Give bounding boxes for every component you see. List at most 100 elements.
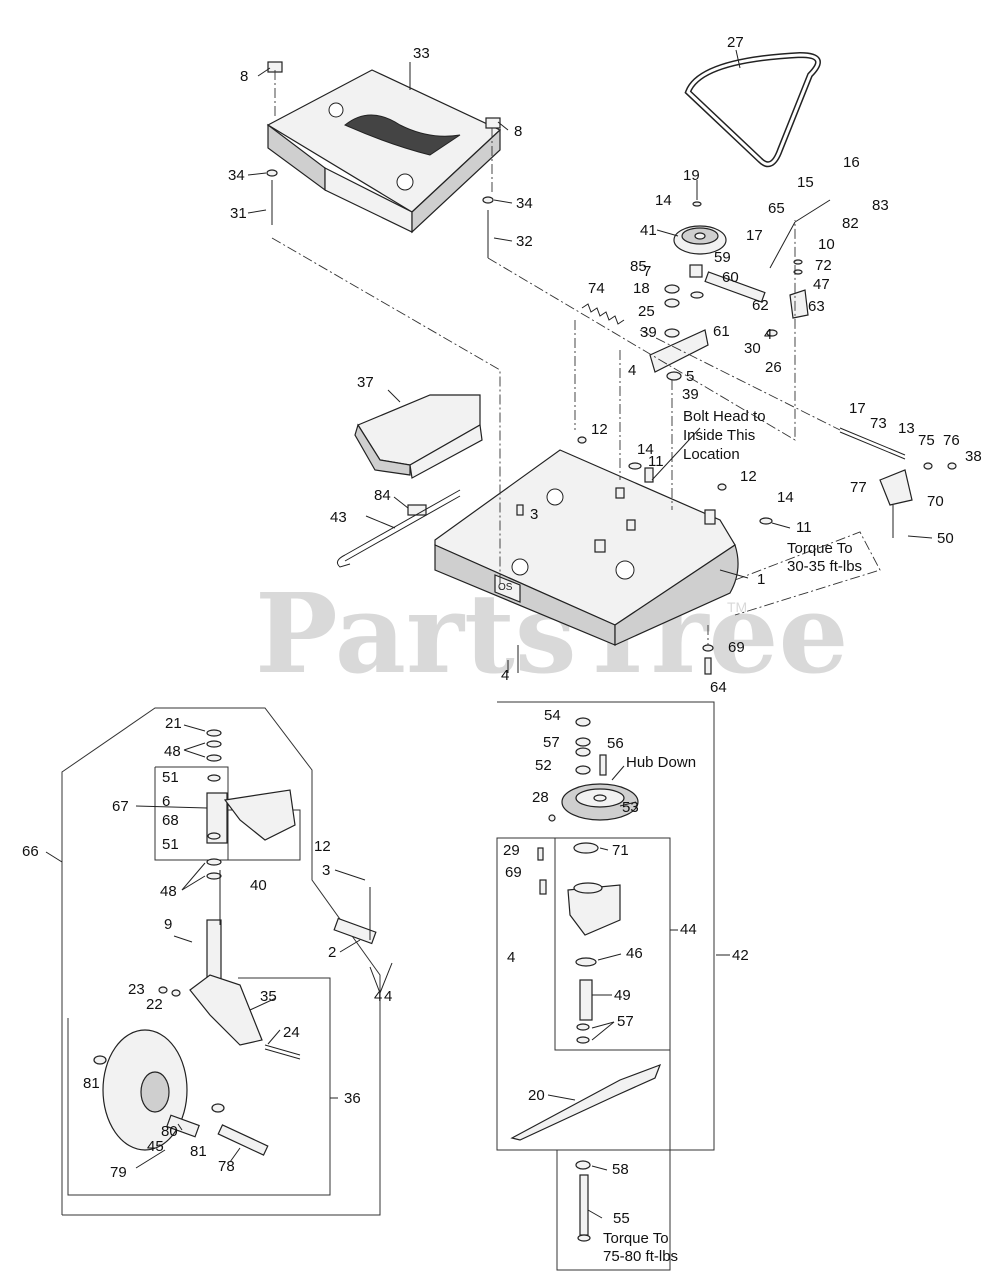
- pin-84: [407, 504, 427, 516]
- callout-14: 14: [637, 441, 654, 458]
- leader-lines: [45, 49, 933, 1219]
- callout-46: 46: [626, 945, 643, 962]
- callout-60: 60: [722, 269, 739, 286]
- callout-70: 70: [927, 493, 944, 510]
- callout-7: 7: [643, 263, 651, 280]
- callout-51: 51: [162, 836, 179, 853]
- callout-12: 12: [591, 421, 608, 438]
- callout-37: 37: [357, 374, 374, 391]
- callout-65: 65: [768, 200, 785, 217]
- callout-39: 39: [682, 386, 699, 403]
- callout-10: 10: [818, 236, 835, 253]
- callout-8: 8: [514, 123, 522, 140]
- lift-rod: [839, 427, 957, 538]
- washer-69: [702, 644, 714, 652]
- mower-deck: OS: [434, 449, 739, 646]
- callout-74: 74: [588, 280, 605, 297]
- callout-43: 43: [330, 509, 347, 526]
- callout-59: 59: [714, 249, 731, 266]
- callout-19: 19: [683, 167, 700, 184]
- callout-39: 39: [640, 324, 657, 341]
- callout-6: 6: [162, 793, 170, 810]
- callout-66: 66: [22, 843, 39, 860]
- callout-5: 5: [686, 368, 694, 385]
- bracket-2: [333, 917, 377, 945]
- callout-26: 26: [765, 359, 782, 376]
- caster-yoke-arm: [206, 729, 296, 880]
- callout-80: 80: [161, 1123, 178, 1140]
- callout-24: 24: [283, 1024, 300, 1041]
- callout-72: 72: [815, 257, 832, 274]
- callout-15: 15: [797, 174, 814, 191]
- callout-68: 68: [162, 812, 179, 829]
- blade: [510, 1063, 662, 1141]
- callout-61: 61: [713, 323, 730, 340]
- blade-bolt: [575, 1160, 591, 1242]
- nut-12b: [717, 483, 727, 491]
- callout-34: 34: [228, 167, 245, 184]
- callout-12: 12: [740, 468, 757, 485]
- callout-18: 18: [633, 280, 650, 297]
- callout-54: 54: [544, 707, 561, 724]
- deck-cover: [266, 69, 502, 234]
- callout-2: 2: [328, 944, 336, 961]
- callout-labels: 1 2 3 3 4 4 4 4 4 4 5 6 7 8 8 9 10 11 11…: [22, 34, 982, 1227]
- callout-14: 14: [655, 192, 672, 209]
- callout-25: 25: [638, 303, 655, 320]
- callout-73: 73: [870, 415, 887, 432]
- callout-52: 52: [535, 757, 552, 774]
- callout-44: 44: [680, 921, 697, 938]
- callout-34: 34: [516, 195, 533, 212]
- callout-3: 3: [530, 506, 538, 523]
- callout-8: 8: [240, 68, 248, 85]
- note-torque-a-line2: 30-35 ft-lbs: [787, 558, 862, 575]
- callout-71: 71: [612, 842, 629, 859]
- callout-4: 4: [501, 667, 509, 684]
- callout-28: 28: [532, 789, 549, 806]
- callout-45: 45: [147, 1138, 164, 1155]
- callout-53: 53: [622, 799, 639, 816]
- callout-57: 57: [543, 734, 560, 751]
- callout-4: 4: [384, 988, 392, 1005]
- callout-29: 29: [503, 842, 520, 859]
- callout-38: 38: [965, 448, 982, 465]
- callout-63: 63: [808, 298, 825, 315]
- callout-79: 79: [110, 1164, 127, 1181]
- callout-78: 78: [218, 1158, 235, 1175]
- callout-12: 12: [314, 838, 331, 855]
- callout-13: 13: [898, 420, 915, 437]
- callout-58: 58: [612, 1161, 629, 1178]
- washer-60: [690, 291, 704, 299]
- callout-48: 48: [160, 883, 177, 900]
- callout-22: 22: [146, 996, 163, 1013]
- callout-36: 36: [344, 1090, 361, 1107]
- note-torque-b-line1: Torque To: [603, 1230, 669, 1247]
- phantom-lines-upper: [271, 70, 881, 645]
- linkage-rod: [704, 199, 831, 337]
- bolt-32: [482, 196, 494, 258]
- callout-4: 4: [374, 988, 382, 1005]
- callout-4: 4: [507, 949, 515, 966]
- caster-assembly-box: [61, 707, 381, 1216]
- spindle-stack: [537, 717, 639, 1044]
- watermark-tm: TM: [727, 599, 747, 615]
- callout-16: 16: [843, 154, 860, 171]
- assembly-notes: Bolt Head to Inside This Location Torque…: [603, 408, 862, 1265]
- callout-82: 82: [842, 215, 859, 232]
- bolt-11-right: [759, 517, 791, 529]
- callout-83: 83: [872, 197, 889, 214]
- callout-48: 48: [164, 743, 181, 760]
- note-bolt-head-line3: Location: [683, 446, 740, 463]
- callout-76: 76: [943, 432, 960, 449]
- callout-20: 20: [528, 1087, 545, 1104]
- callout-32: 32: [516, 233, 533, 250]
- callout-3: 3: [322, 862, 330, 879]
- note-torque-a-line1: Torque To: [787, 540, 853, 557]
- callout-27: 27: [727, 34, 744, 51]
- callout-75: 75: [918, 432, 935, 449]
- callout-56: 56: [607, 735, 624, 752]
- callout-41: 41: [640, 222, 657, 239]
- callout-67: 67: [112, 798, 129, 815]
- bolt-11-upper: [628, 462, 654, 483]
